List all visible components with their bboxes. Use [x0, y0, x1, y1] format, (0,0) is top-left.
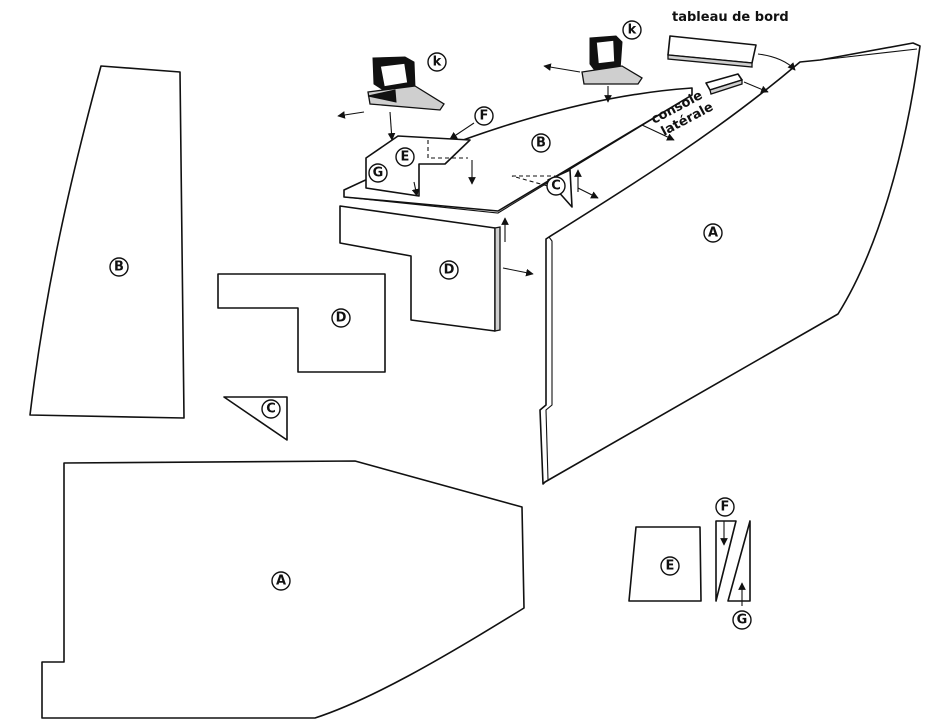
label-a-flat: A — [276, 574, 286, 589]
assembly-piece-c: C — [511, 169, 599, 208]
assembly-block-d: D — [339, 205, 501, 332]
assembly-arrows — [501, 217, 534, 277]
template-piece-b: B — [29, 65, 185, 419]
label-b-flat: B — [114, 260, 124, 275]
label-k-left: k — [433, 55, 442, 70]
label-e-assembly: E — [401, 150, 410, 165]
caption-dashboard: tableau de bord — [672, 10, 789, 25]
label-e-flat: E — [666, 559, 675, 574]
label-c-assembly: C — [551, 179, 561, 194]
template-piece-e: E — [628, 526, 702, 602]
template-piece-a: A — [41, 460, 525, 719]
label-g-flat: G — [737, 613, 748, 628]
template-piece-c: C — [223, 396, 288, 441]
label-a-assembly: A — [708, 226, 718, 241]
assembly-panel-a: A — [539, 42, 921, 485]
label-d-assembly: D — [444, 263, 455, 278]
label-d-flat: D — [336, 311, 347, 326]
label-f-flat: F — [721, 500, 730, 515]
template-pieces-f-g: F G — [715, 497, 752, 630]
label-k-right: k — [628, 23, 637, 38]
label-f-assembly: F — [480, 109, 489, 124]
label-b-assembly: B — [536, 136, 546, 151]
label-g-assembly: G — [373, 166, 384, 181]
assembly-dashboard: tableau de bord — [667, 10, 796, 71]
template-piece-d: D — [217, 273, 386, 373]
assembly-piece-e: E G F — [365, 106, 494, 197]
assembly-seat-k-left: k — [337, 52, 447, 141]
assembly-seat-k-right: k — [543, 20, 643, 103]
label-c-flat: C — [266, 402, 276, 417]
